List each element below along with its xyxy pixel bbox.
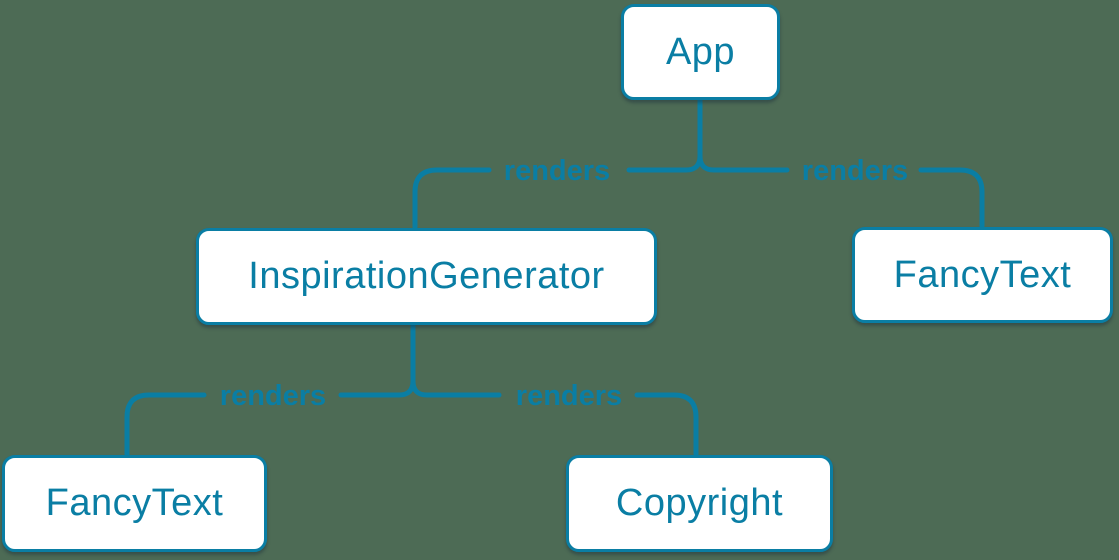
edge-label-renders: renders — [220, 380, 326, 412]
edge-line — [412, 167, 492, 230]
node-fancy-text-left: FancyText — [2, 455, 267, 552]
edge-line — [918, 167, 985, 229]
node-label: FancyText — [45, 482, 224, 524]
edge-inspiration-generator-to-fancy-text: renders — [124, 323, 416, 457]
node-app: App — [621, 4, 780, 100]
node-label: InspirationGenerator — [248, 255, 605, 297]
edge-label-renders: renders — [504, 155, 610, 187]
edge-inspiration-generator-to-copyright: renders — [410, 378, 699, 457]
edge-line — [410, 378, 502, 398]
edge-line — [626, 97, 703, 173]
node-fancy-text-right: FancyText — [852, 227, 1113, 323]
edge-line — [634, 392, 699, 457]
edge-label-renders: renders — [516, 380, 622, 412]
edge-app-to-inspiration-generator: renders — [412, 97, 703, 230]
node-copyright: Copyright — [566, 455, 833, 552]
node-label: Copyright — [615, 482, 784, 524]
node-label: App — [665, 30, 736, 73]
edge-line — [124, 392, 207, 457]
node-inspiration-generator: InspirationGenerator — [196, 228, 657, 325]
edge-line — [697, 153, 790, 173]
node-label: FancyText — [893, 253, 1072, 296]
edge-label-renders: renders — [802, 155, 908, 187]
edge-app-to-fancy-text: renders — [697, 153, 985, 229]
edge-line — [338, 323, 416, 398]
